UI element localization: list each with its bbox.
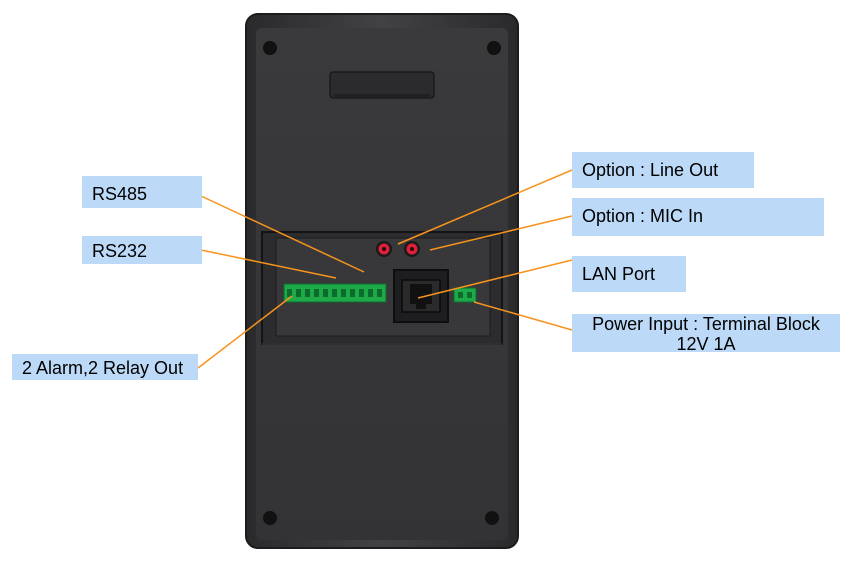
leader-rs485 [200,195,365,273]
label-alarm-relay: 2 Alarm,2 Relay Out [12,354,198,380]
terminal-pin [377,289,382,297]
terminal-pin [332,289,337,297]
leader-lines [197,169,573,369]
label-rs232: RS232 [82,236,202,264]
leader-line-out [397,169,573,245]
terminal-pin [296,289,301,297]
terminal-pin [368,289,373,297]
leader-rs232 [200,249,337,279]
screw-bottom-left [263,511,277,525]
terminal-pin [305,289,310,297]
mic-in-jack [376,241,392,257]
lan-port [393,269,449,323]
terminal-pin [359,289,364,297]
terminal-block-strip [283,283,387,303]
leader-mic-in [429,215,573,251]
label-mic-in: Option : MIC In [572,198,824,236]
terminal-pin [287,289,292,297]
screw-top-right [487,41,501,55]
label-line-out: Option : Line Out [572,152,754,188]
label-power-input: Power Input : Terminal Block 12V 1A [572,314,840,354]
label-lan-port: LAN Port [572,256,686,292]
terminal-pin [341,289,346,297]
line-out-jack [404,241,420,257]
power-terminal [453,287,477,303]
label-power-line2: 12V 1A [676,334,736,354]
terminal-pin [323,289,328,297]
label-power-line1: Power Input : Terminal Block [592,314,820,334]
screw-bottom-right [485,511,499,525]
terminal-pin [314,289,319,297]
screw-top-left [263,41,277,55]
label-rs485: RS485 [82,176,202,208]
terminal-pin [350,289,355,297]
leader-lan-port [417,259,573,299]
leader-power [473,301,573,331]
leader-alarm-relay [197,295,293,369]
